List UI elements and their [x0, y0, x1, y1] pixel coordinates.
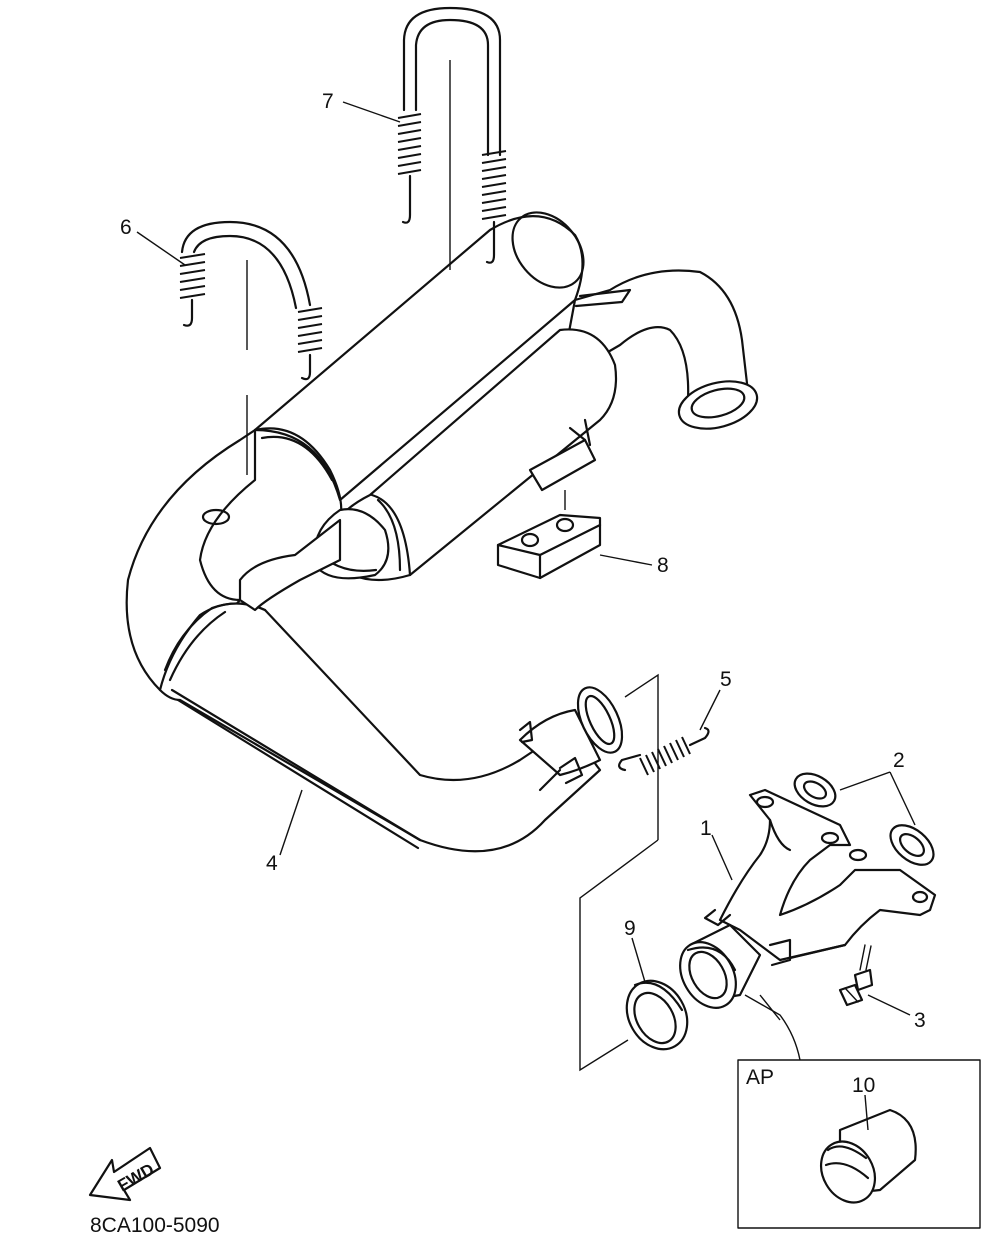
gasket-part-9 — [625, 979, 689, 1051]
bumper-part-8 — [496, 490, 602, 580]
inset-label: AP — [746, 1066, 774, 1089]
spring-part-7 — [397, 6, 507, 270]
callout-labels: 1 2 3 4 5 6 7 8 9 10 AP — [120, 90, 926, 1097]
callout-6: 6 — [120, 216, 132, 239]
callout-7: 7 — [322, 90, 334, 113]
diagram-part-code: 8CA100-5090 — [90, 1214, 220, 1237]
spring-part-6 — [179, 220, 323, 475]
bolt-part-3 — [838, 944, 874, 1007]
spring-part-5 — [618, 726, 710, 776]
callout-3: 3 — [914, 1009, 926, 1032]
forward-arrow-icon: FWD — [88, 1146, 162, 1202]
callout-leaders — [136, 101, 916, 1131]
callout-10: 10 — [852, 1074, 875, 1097]
callout-1: 1 — [700, 817, 712, 840]
callout-5: 5 — [720, 668, 732, 691]
callout-9: 9 — [624, 917, 636, 940]
gaskets-part-2 — [793, 772, 935, 866]
callout-4: 4 — [266, 852, 278, 875]
callout-8: 8 — [657, 554, 669, 577]
muffler-assembly — [125, 211, 759, 853]
assembly-guide-lines — [579, 673, 659, 1072]
exhaust-pipe-part-1 — [679, 788, 937, 1009]
inset-ap — [737, 994, 981, 1229]
callout-2: 2 — [893, 749, 905, 772]
